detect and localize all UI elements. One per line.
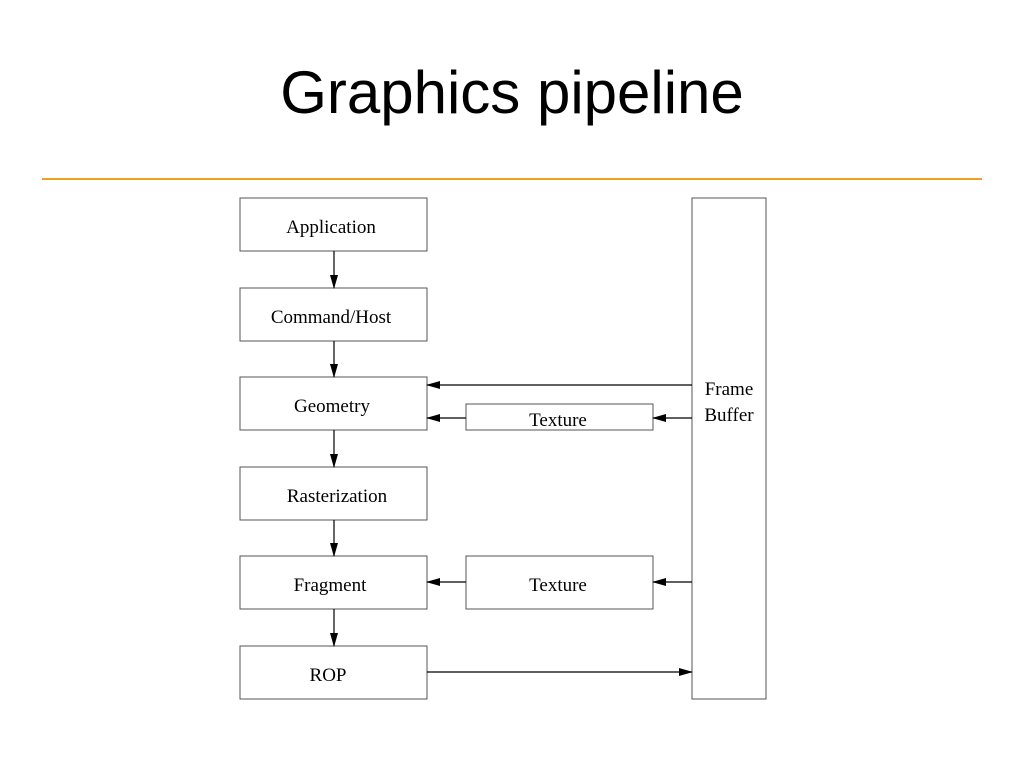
stage-geometry: Geometry (239, 376, 428, 431)
texture-geometry-label: Texture (529, 410, 587, 431)
stage-fragment-label: Fragment (294, 575, 368, 596)
slide-title: Graphics pipeline (280, 59, 744, 126)
stage-geometry-label: Geometry (294, 396, 370, 417)
stage-rop: ROP (239, 645, 428, 700)
texture-fragment-box: Texture (465, 555, 654, 610)
frame-buffer-label-line2: Buffer (704, 405, 754, 426)
stage-fragment: Fragment (239, 555, 428, 610)
stage-rasterization-label: Rasterization (287, 486, 388, 507)
frame-buffer-box: Frame Buffer (691, 197, 767, 700)
stage-application: Application (239, 197, 428, 252)
title-divider (42, 178, 982, 180)
stage-command-host-label: Command/Host (271, 307, 392, 328)
stage-application-label: Application (286, 217, 376, 238)
stage-command-host: Command/Host (239, 287, 428, 342)
stage-rasterization: Rasterization (239, 466, 428, 521)
stage-rop-label: ROP (310, 665, 347, 686)
texture-fragment-label: Texture (529, 575, 587, 596)
frame-buffer-label-line1: Frame (705, 379, 754, 400)
texture-geometry-box: Texture (465, 403, 654, 431)
